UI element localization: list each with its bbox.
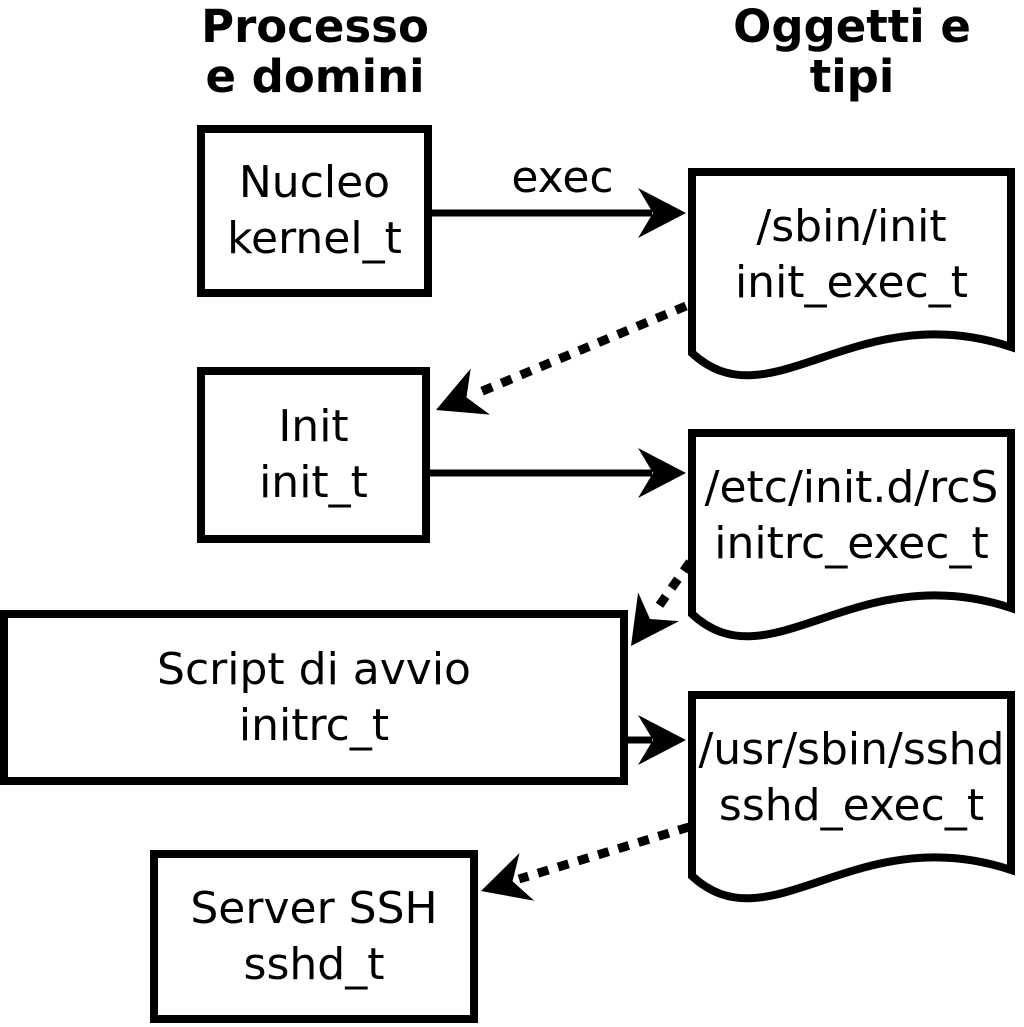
arrowhead-init-to-initrc-exec (638, 448, 686, 498)
process-node-init-type: init_t (259, 457, 368, 508)
arrowhead-initrc-to-sshd-exec (638, 715, 686, 765)
column-header-objects-line2: tipi (809, 50, 895, 103)
object-node-initrc-exec-type: initrc_exec_t (714, 517, 989, 569)
dotted-arrow-initrc-exec-to-initrc (650, 559, 694, 616)
object-node-initrc-exec: /etc/init.d/rcS initrc_exec_t (688, 433, 1015, 598)
dotted-arrow-sshd-exec-to-sshd (517, 822, 691, 884)
object-node-sshd-exec: /usr/sbin/sshd sshd_exec_t (688, 695, 1015, 860)
process-node-sshd: Server SSH sshd_t (150, 850, 478, 1023)
object-node-sshd-exec-type: sshd_exec_t (718, 779, 985, 831)
column-header-processes-line2: e domini (205, 50, 425, 103)
process-node-sshd-type: sshd_t (243, 938, 385, 990)
document-shape-init-exec (688, 168, 1015, 380)
arrowhead-kernel-to-init-exec (638, 188, 686, 238)
column-header-processes-line1: Processo (201, 0, 429, 53)
column-header-processes: Processo e domini (115, 2, 515, 102)
process-node-initrc: Script di avvio initrc_t (0, 610, 628, 785)
edge-label-exec: exec (511, 152, 614, 203)
arrowhead-sshd-exec-to-sshd (481, 852, 535, 901)
object-node-init-exec: /sbin/init init_exec_t (688, 172, 1015, 337)
arrowhead-initrc-exec-to-initrc (631, 592, 680, 646)
dotted-arrow-init-exec-to-init (471, 301, 688, 400)
process-node-kernel: Nucleo kernel_t (197, 125, 432, 297)
process-node-init: Init init_t (197, 367, 430, 543)
object-node-init-exec-path: /sbin/init (756, 200, 947, 252)
document-shape-sshd-exec (688, 691, 1015, 903)
process-node-sshd-name: Server SSH (190, 882, 438, 934)
process-node-kernel-name: Nucleo (238, 157, 391, 208)
process-node-kernel-type: kernel_t (227, 213, 402, 264)
column-header-objects-line1: Oggetti e (733, 0, 971, 53)
object-node-sshd-exec-path: /usr/sbin/sshd (698, 723, 1005, 775)
process-node-initrc-type: initrc_t (238, 699, 390, 751)
column-header-objects: Oggetti e tipi (652, 2, 1024, 102)
object-node-initrc-exec-path: /etc/init.d/rcS (704, 461, 999, 513)
document-shape-initrc-exec (688, 429, 1015, 641)
object-node-init-exec-type: init_exec_t (734, 256, 969, 308)
arrowhead-init-exec-to-init (436, 368, 490, 415)
process-node-initrc-name: Script di avvio (157, 643, 471, 695)
process-node-init-name: Init (278, 401, 349, 452)
